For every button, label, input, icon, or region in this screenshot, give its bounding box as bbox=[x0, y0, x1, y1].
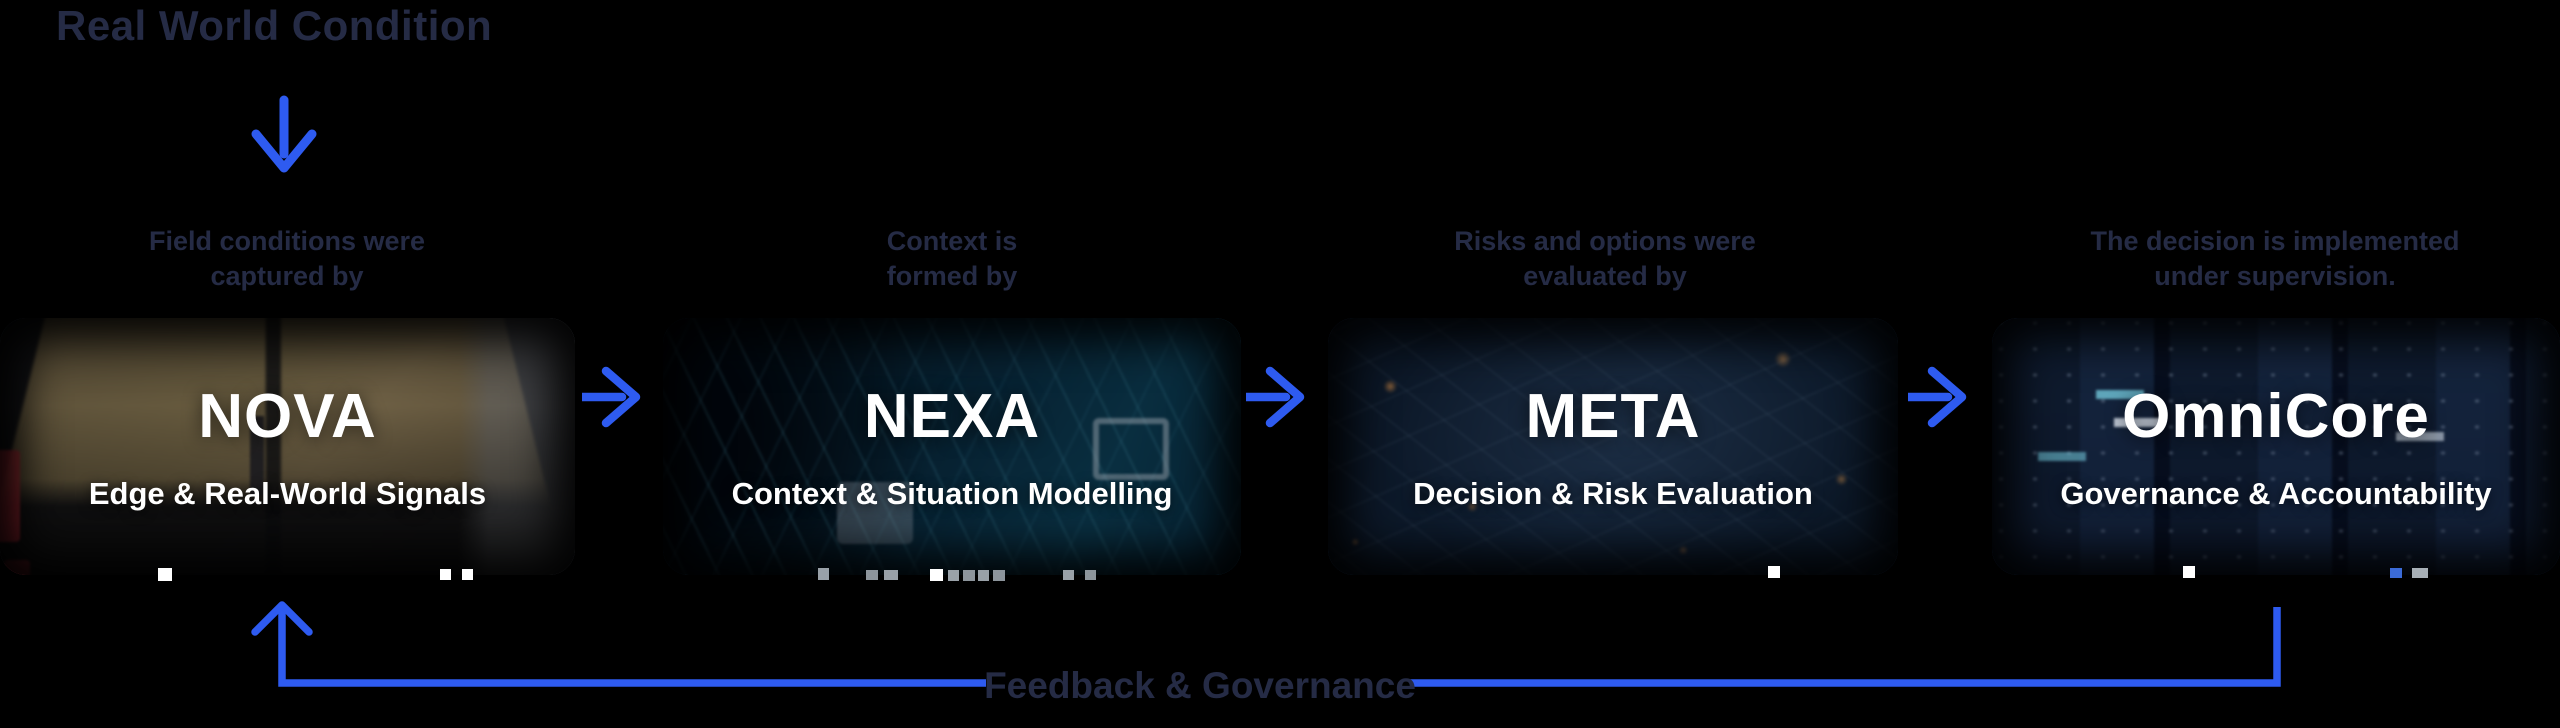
stage-caption-nexa: Context is formed by bbox=[886, 226, 1018, 291]
down-arrow-icon bbox=[251, 95, 317, 173]
artifact-dash bbox=[1085, 570, 1096, 580]
artifact-dash bbox=[462, 569, 473, 580]
artifact-dash bbox=[1120, 569, 1132, 580]
circuit-board-network-photo bbox=[663, 318, 1241, 575]
artifact-dash bbox=[993, 570, 1005, 581]
feedback-loop-arrow bbox=[251, 601, 2281, 687]
artifact-dash bbox=[818, 568, 829, 580]
stage-subtitle: Decision & Risk Evaluation bbox=[1413, 476, 1813, 511]
server-room-racks-photo bbox=[1992, 318, 2560, 575]
artifact-dash bbox=[1768, 566, 1780, 578]
stage-caption-meta: Risks and options were evaluated by bbox=[1454, 226, 1756, 291]
artifact-dash bbox=[440, 569, 451, 580]
artifact-dash bbox=[1063, 570, 1074, 580]
stage-subtitle: Context & Situation Modelling bbox=[731, 476, 1173, 511]
stage-caption-nova: Field conditions were captured by bbox=[148, 226, 426, 291]
stage-card-meta: META Decision & Risk Evaluation bbox=[1328, 318, 1898, 575]
wireframe-brain-photo bbox=[1328, 318, 1898, 575]
stage-name: OmniCore bbox=[2122, 382, 2430, 451]
right-arrow-icon bbox=[1908, 366, 1967, 428]
stage-subtitle: Governance & Accountability bbox=[2060, 476, 2492, 511]
artifact-dash bbox=[2412, 568, 2428, 578]
excavator-cab-interior-photo bbox=[0, 318, 575, 575]
artifact-dash bbox=[866, 570, 878, 580]
artifact-dash bbox=[2390, 568, 2402, 578]
stage-caption-omnicore: The decision is implemented under superv… bbox=[2090, 226, 2460, 291]
artifact-dash bbox=[963, 570, 975, 581]
stage-subtitle: Edge & Real-World Signals bbox=[88, 476, 487, 511]
right-arrow-icon bbox=[1246, 366, 1305, 428]
artifact-dash bbox=[930, 569, 943, 581]
feedback-label: Feedback & Governance bbox=[984, 665, 1416, 706]
right-arrow-icon bbox=[582, 366, 641, 428]
artifact-dash bbox=[978, 570, 989, 581]
stage-card-nova: NOVA Edge & Real-World Signals bbox=[0, 318, 575, 575]
artifact-dash bbox=[948, 570, 959, 581]
stage-card-omnicore: OmniCore Governance & Accountability bbox=[1992, 318, 2560, 575]
stage-card-nexa: NEXA Context & Situation Modelling bbox=[663, 318, 1241, 575]
artifact-dash bbox=[2183, 566, 2195, 578]
stage-name: META bbox=[1525, 382, 1701, 451]
artifact-dash bbox=[158, 568, 172, 581]
stage-name: NEXA bbox=[863, 382, 1041, 451]
stage-name: NOVA bbox=[198, 382, 377, 451]
artifact-dash bbox=[884, 570, 898, 580]
page-title: Real World Condition bbox=[56, 2, 493, 49]
